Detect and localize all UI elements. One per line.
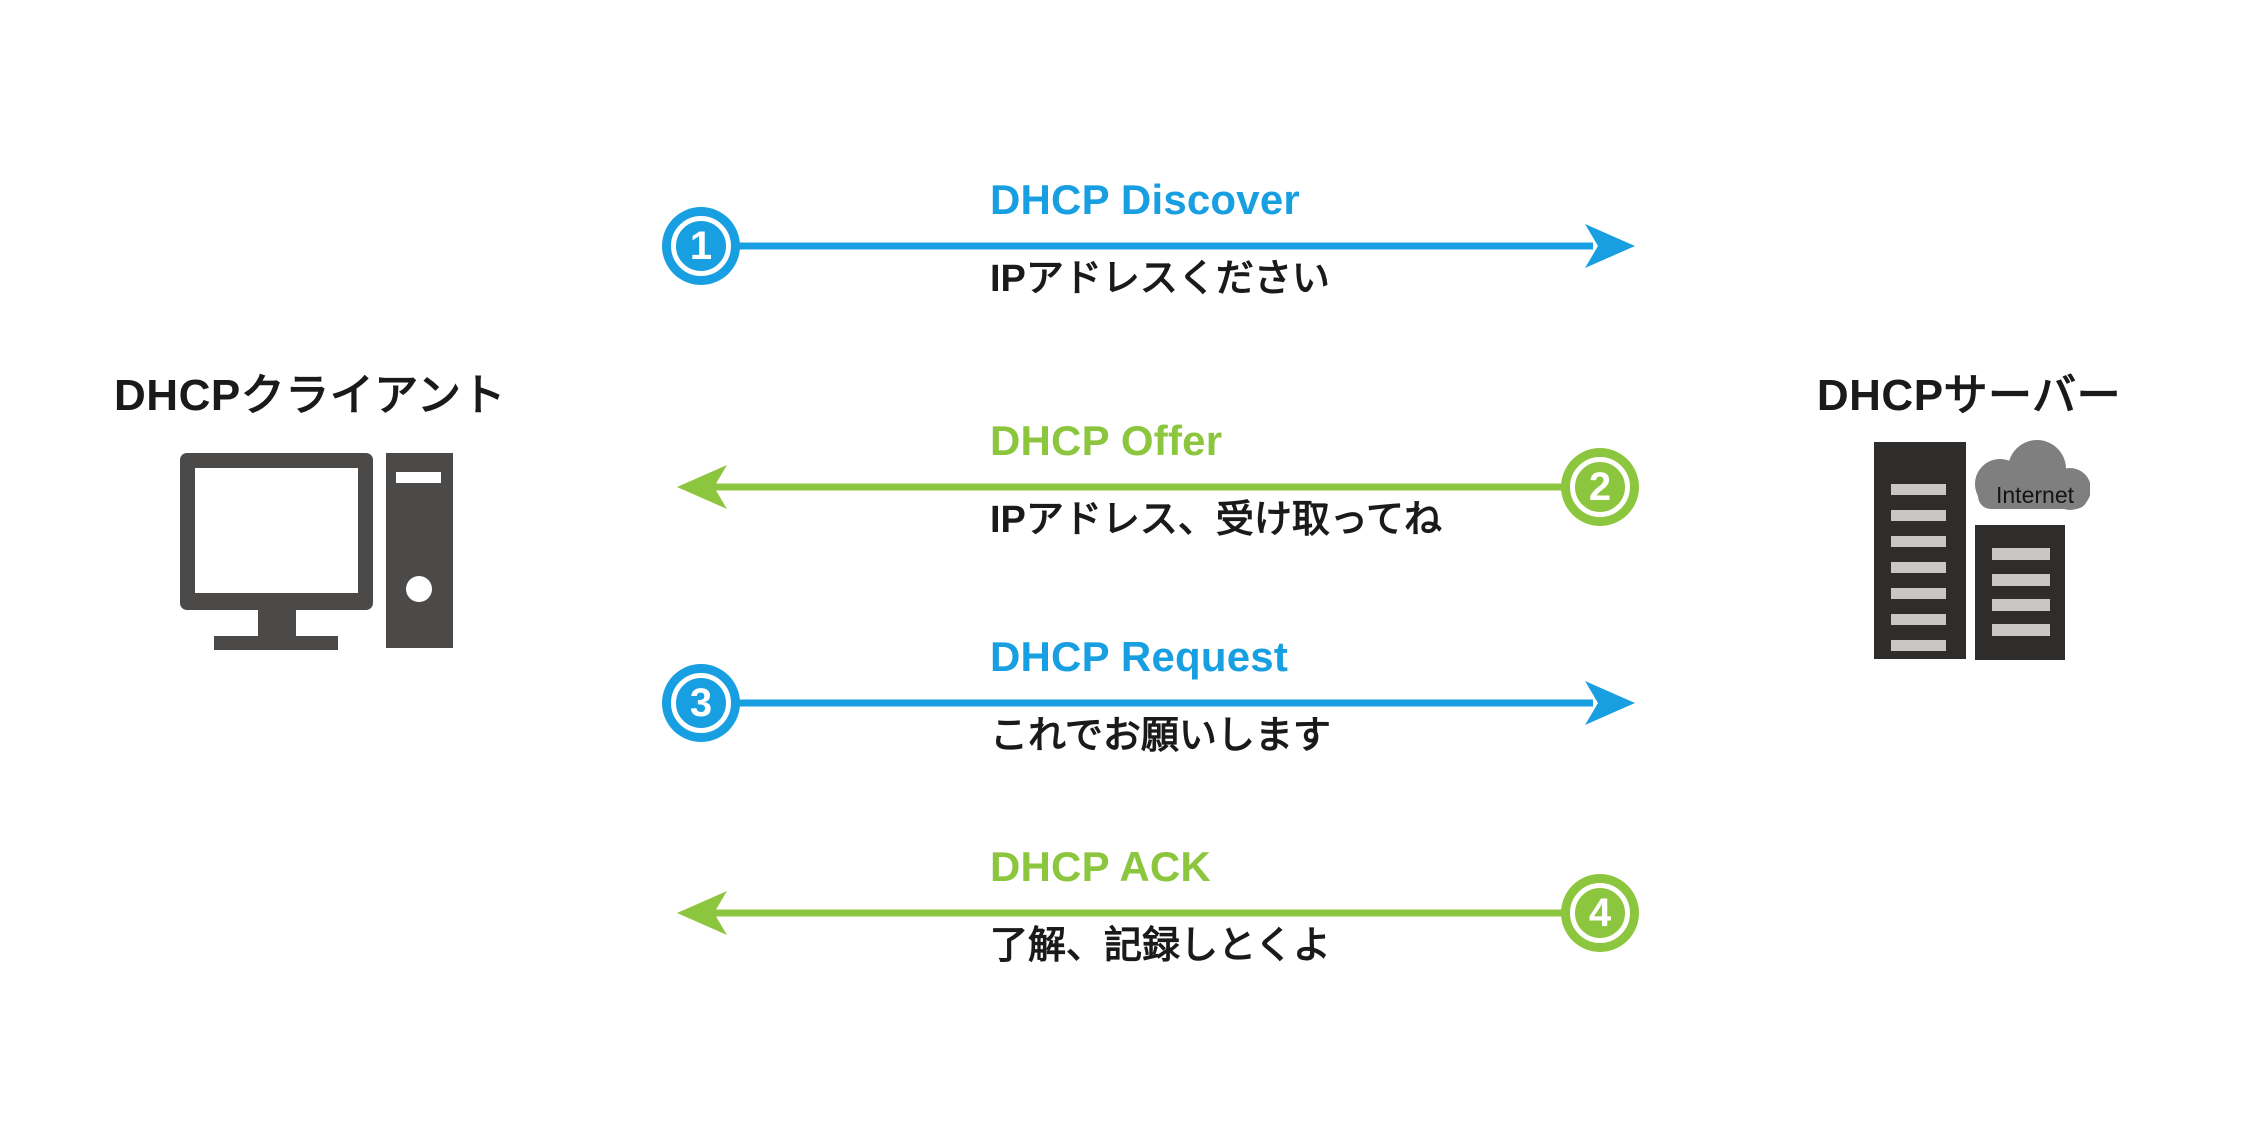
arrow-left-ack <box>677 891 1600 935</box>
step-badge-2: 2 <box>1561 448 1639 526</box>
arrow-right-discover <box>701 224 1635 268</box>
arrow-left-offer <box>677 465 1600 509</box>
message-title-discover: DHCP Discover <box>990 176 1300 223</box>
message-note-request: これでお願いします <box>990 715 1331 757</box>
badge-ring <box>671 673 731 733</box>
internet-cloud-label: Internet <box>1996 482 2075 508</box>
message-title-offer: DHCP Offer <box>990 417 1223 464</box>
message-title-ack: DHCP ACK <box>990 843 1211 890</box>
client-label: DHCPクライアント <box>114 371 506 420</box>
badge-ring <box>1570 883 1630 943</box>
internet-cloud-icon: Internet <box>1975 440 2090 510</box>
step-number: 3 <box>689 681 713 725</box>
step-number: 4 <box>1588 891 1612 935</box>
step-number: 2 <box>1588 465 1612 509</box>
step-badge-4: 4 <box>1561 874 1639 952</box>
server-label: DHCPサーバー <box>1816 371 2122 420</box>
message-title-request: DHCP Request <box>990 633 1289 680</box>
message-note-offer: IPアドレス、受け取ってね <box>990 499 1443 541</box>
message-note-ack: 了解、記録しとくよ <box>990 925 1331 967</box>
arrow-right-request <box>701 681 1635 725</box>
message-note-discover: IPアドレスください <box>990 258 1330 300</box>
badge-ring <box>1570 457 1630 517</box>
step-badge-3: 3 <box>662 664 740 742</box>
badge-ring <box>671 216 731 276</box>
step-badge-1: 1 <box>662 207 740 285</box>
step-number: 1 <box>689 224 713 268</box>
desktop-computer-icon <box>180 453 453 650</box>
server-rack-icon: Internet <box>1874 440 2090 660</box>
